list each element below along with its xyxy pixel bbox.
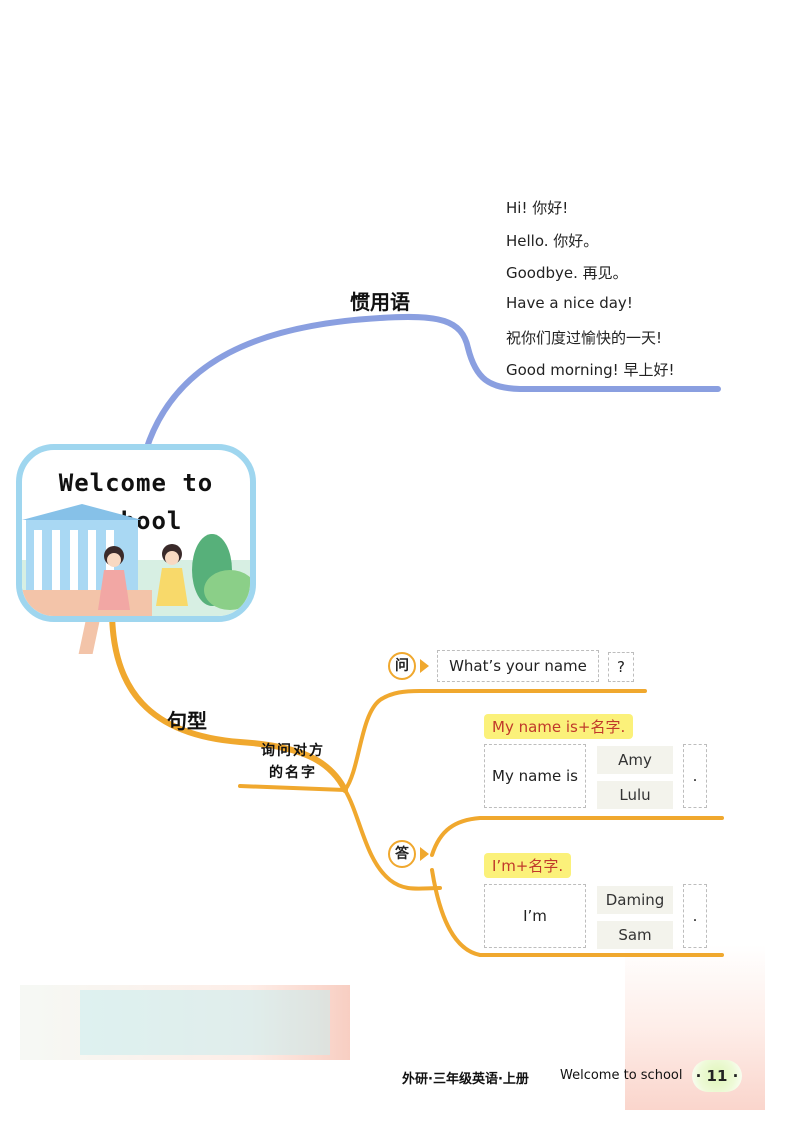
expression-item: Goodbye. 再见。	[506, 264, 628, 282]
sub-label-line	[238, 784, 347, 792]
pattern-2-option: Daming	[597, 886, 673, 914]
orange-branch-line	[109, 607, 348, 793]
title-line-1: Welcome to	[58, 469, 214, 497]
question-text: What’s your name	[437, 650, 599, 682]
expression-item: Hello. 你好。	[506, 232, 599, 250]
title-cloud: Welcome to school	[16, 444, 256, 622]
pattern-2-highlight: I’m+名字.	[484, 853, 572, 878]
pattern-1-end: .	[683, 744, 707, 808]
question-marker: 问	[388, 652, 416, 680]
expression-item: 祝你们度过愉快的一天!	[506, 329, 663, 347]
pattern-1-option: Lulu	[597, 781, 673, 809]
footer-book: 外研·三年级英语·上册	[402, 1072, 529, 1087]
sentences-label: 句型	[167, 709, 207, 733]
ask-name-label-line-1: 询问对方	[261, 743, 325, 759]
answer-line	[343, 788, 442, 891]
decor-block-cyan	[80, 990, 330, 1055]
question-mark: ?	[608, 652, 634, 682]
page-number: · 11 ·	[692, 1060, 742, 1092]
question-arrow-icon	[420, 659, 429, 673]
expression-item: Have a nice day!	[506, 294, 633, 312]
pattern-2-option: Sam	[597, 921, 673, 949]
expressions-label: 惯用语	[350, 290, 410, 314]
answer-branch-down	[430, 868, 724, 957]
pattern-1-stem: My name is	[484, 744, 586, 808]
pattern-2-end: .	[683, 884, 707, 948]
ask-name-label: 询问对方 的名字	[252, 740, 334, 784]
answer-branch-up	[430, 816, 724, 857]
title-text: Welcome to school	[22, 464, 250, 540]
answer-arrow-icon	[420, 847, 429, 861]
school-illustration	[22, 504, 250, 616]
blue-branch-line	[143, 313, 721, 453]
question-line	[343, 689, 647, 792]
pattern-1-option: Amy	[597, 746, 673, 774]
pattern-1-highlight: My name is+名字.	[484, 714, 634, 739]
pattern-2-stem: I’m	[484, 884, 586, 948]
footer-unit: Welcome to school	[560, 1068, 683, 1083]
answer-marker: 答	[388, 840, 416, 868]
expression-item: Good morning! 早上好!	[506, 361, 675, 379]
expression-item: Hi! 你好!	[506, 199, 569, 217]
ask-name-label-line-2: 的名字	[269, 765, 317, 781]
